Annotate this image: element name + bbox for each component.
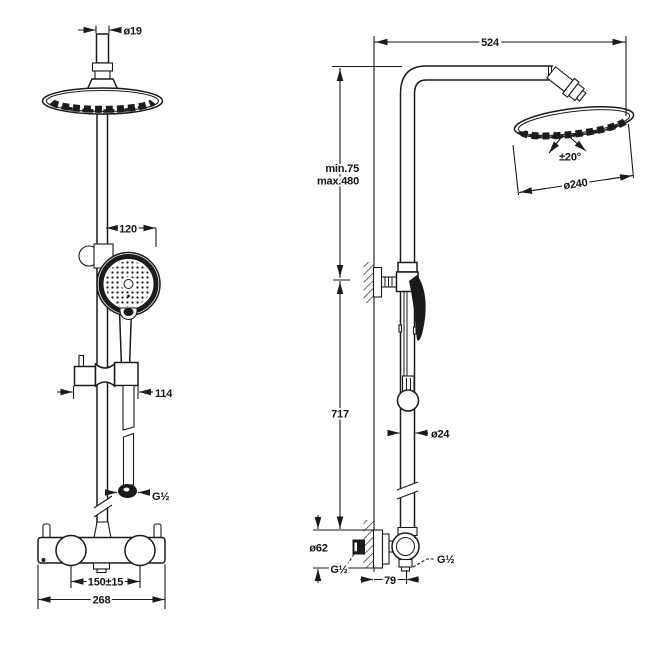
dim-head-diameter: ø240 bbox=[512, 123, 635, 196]
dim-label-wall-distance: 79 bbox=[384, 575, 396, 587]
overhead-shower-side bbox=[513, 105, 635, 140]
hand-shower-front bbox=[96, 251, 161, 368]
pipe-break-front bbox=[93, 495, 113, 518]
dim-height-adjust: min.75 max.480 bbox=[315, 65, 402, 281]
hand-shower-side bbox=[396, 275, 426, 412]
dim-label-supply-thread: G½ bbox=[330, 564, 347, 576]
dim-label-height-max: max.480 bbox=[317, 176, 359, 188]
dim-arm-reach: 524 bbox=[374, 35, 627, 116]
mixer-valve-side bbox=[352, 526, 420, 572]
dim-pipe-diameter-front: ø19 bbox=[78, 24, 144, 40]
mixer-valve-front bbox=[37, 521, 166, 574]
dim-column-height: 717 bbox=[329, 281, 351, 529]
dim-label-head-diameter: ø240 bbox=[563, 177, 589, 192]
dim-label-hose-thread: G½ bbox=[152, 491, 169, 503]
dim-supply-thread: G½ bbox=[328, 550, 357, 578]
side-view: 524 min.75 max.480 717 ø24 bbox=[307, 35, 635, 589]
hand-shower-hose bbox=[118, 384, 137, 498]
dim-flange-diameter: ø62 bbox=[307, 515, 374, 583]
front-view: ø19 120 114 G½ bbox=[37, 24, 175, 609]
wall-section bbox=[363, 36, 375, 572]
dim-slider-width: 114 bbox=[57, 386, 175, 402]
dim-label-valve-width: 268 bbox=[93, 595, 111, 607]
dim-label-pipe-diameter-side: ø24 bbox=[431, 429, 450, 441]
dim-hand-shower-offset: 120 bbox=[106, 222, 157, 247]
dim-wall-distance: 79 bbox=[360, 570, 419, 589]
dim-hose-thread: G½ bbox=[105, 489, 172, 505]
pipe-break-side bbox=[396, 481, 419, 500]
overhead-shower-front bbox=[41, 87, 164, 115]
dim-head-tilt: ±20° bbox=[548, 133, 587, 166]
dim-inlet-spacing: 150±15 bbox=[70, 566, 141, 591]
dim-pipe-diameter-side: ø24 bbox=[387, 427, 453, 443]
dim-label-arm-reach: 524 bbox=[481, 37, 500, 49]
dim-label-slider-width: 114 bbox=[155, 388, 173, 400]
dim-label-head-tilt: ±20° bbox=[559, 152, 581, 164]
shower-arm-and-column bbox=[399, 65, 587, 536]
dim-outlet-thread: G½ bbox=[412, 552, 457, 568]
dim-label-outlet-thread: G½ bbox=[437, 554, 454, 566]
dim-label-flange-diameter: ø62 bbox=[309, 543, 327, 555]
dim-valve-width: 268 bbox=[37, 564, 166, 609]
dim-label-height-min: min.75 bbox=[325, 163, 359, 175]
dim-label-pipe-diameter-front: ø19 bbox=[124, 26, 142, 38]
dim-label-column-height: 717 bbox=[331, 409, 349, 421]
dim-label-hand-shower-offset: 120 bbox=[119, 224, 137, 236]
dim-label-inlet-spacing: 150±15 bbox=[88, 577, 124, 589]
